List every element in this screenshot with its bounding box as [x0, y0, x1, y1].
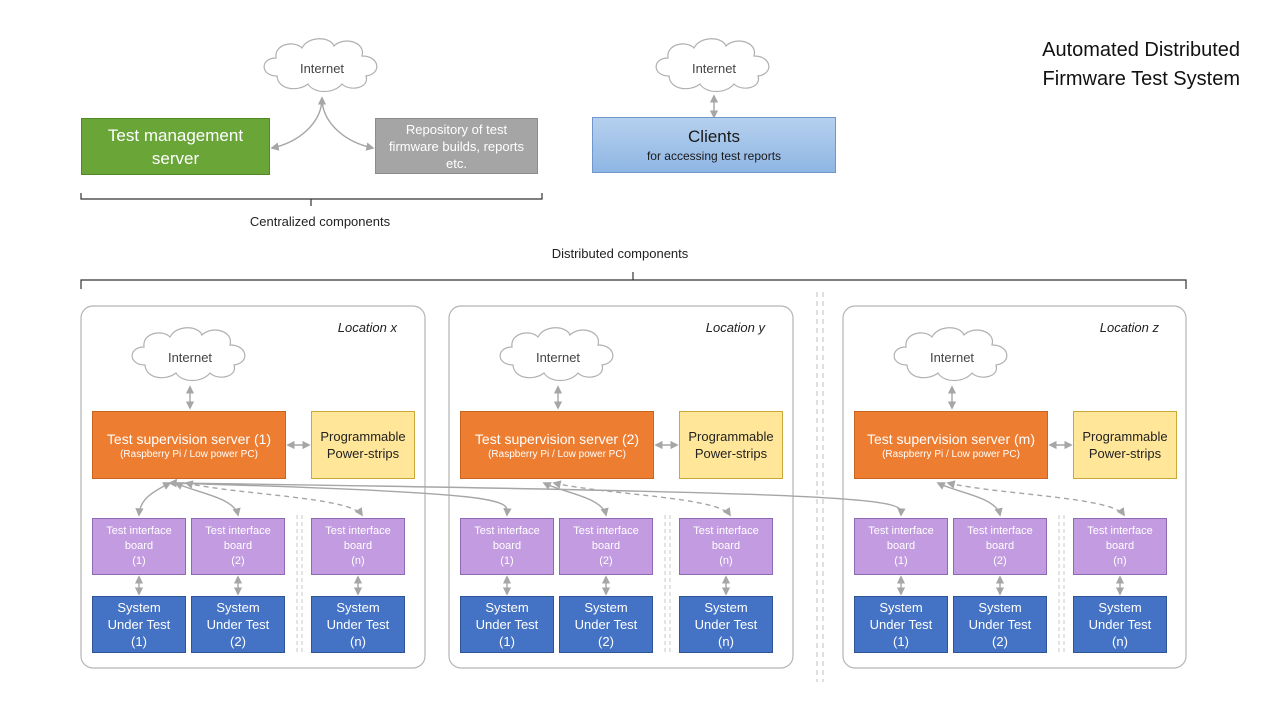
internet-label: Internet [929, 350, 975, 365]
internet-label: Internet [167, 350, 213, 365]
internet-label: Internet [299, 61, 345, 76]
location-name: Location y [705, 320, 765, 335]
distributed-caption: Distributed components [551, 246, 689, 261]
test-supervision-server: Test supervision server (m)(Raspberry Pi… [854, 411, 1048, 479]
page-title: Automated Distributed Firmware Test Syst… [1042, 39, 1240, 90]
test-supervision-server: Test supervision server (1)(Raspberry Pi… [92, 411, 286, 479]
clients-box: Clients for accessing test reports [592, 117, 836, 173]
location-name: Location z [1099, 320, 1159, 335]
test-supervision-server: Test supervision server (2)(Raspberry Pi… [460, 411, 654, 479]
location-name: Location x [337, 320, 397, 335]
repository-box: Repository of test firmware builds, repo… [375, 118, 538, 174]
internet-label: Internet [535, 350, 581, 365]
centralized-caption: Centralized components [249, 214, 391, 229]
internet-label: Internet [691, 61, 737, 76]
test-management-server: Test management server [81, 118, 270, 175]
